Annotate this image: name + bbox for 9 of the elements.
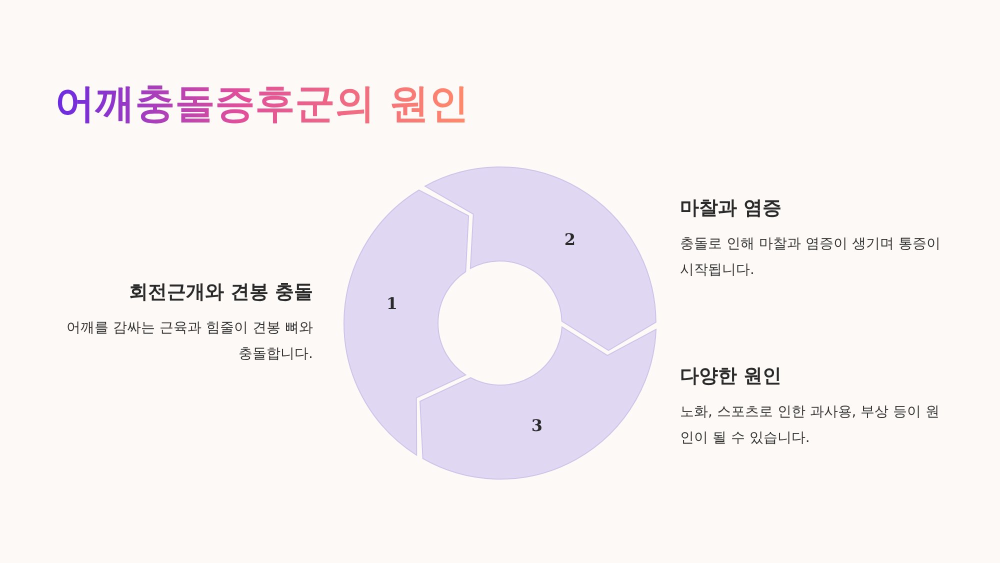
description-text: 노화, 스포츠로 인한 과사용, 부상 등이 원인이 될 수 있습니다. [680,403,941,448]
section-heading: 회전근개와 견봉 충돌 [128,280,313,305]
step-number: 3 [531,416,543,435]
description-text: 충돌로 인해 마찰과 염증이 생기며 통증이 시작됩니다. [680,235,942,280]
step-number: 1 [386,294,398,313]
description-text: 어깨를 감싸는 근육과 힘줄이 견봉 뼈와 충돌합니다. [66,319,313,364]
section-heading: 마찰과 염증 [680,196,783,221]
section-heading: 다양한 원인 [680,364,783,389]
step-number: 2 [564,230,576,249]
